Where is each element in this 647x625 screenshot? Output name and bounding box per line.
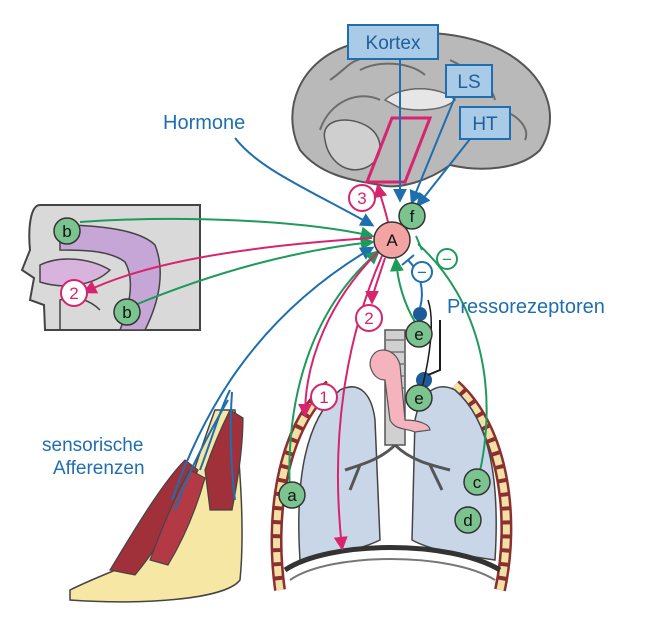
node-b-lower: b (113, 298, 141, 326)
node-e-upper: e (405, 320, 433, 348)
cortex-box: Kortex (347, 24, 439, 60)
number-3: 3 (348, 184, 376, 212)
node-A: A (373, 221, 411, 259)
node-e-lower: e (405, 384, 433, 412)
head-airway-illustration (20, 204, 201, 331)
svg-text:e: e (414, 325, 423, 344)
A-to-airway-arrow (82, 237, 373, 294)
A-to-trachea-arrow (365, 257, 386, 305)
node-f: f (398, 202, 426, 230)
svg-text:b: b (62, 222, 71, 241)
afferent-fiber-1 (171, 246, 375, 501)
minus-sign-green: − (436, 248, 458, 270)
svg-text:f: f (410, 207, 415, 226)
pressoreceptor-lower-line (427, 320, 441, 376)
number-2-thorax: 2 (355, 304, 383, 332)
sensory-label-line1: sensorische (42, 435, 143, 456)
svg-text:1: 1 (319, 388, 328, 407)
ht-box: HT (459, 106, 511, 140)
ls-box: LS (445, 64, 493, 98)
hormone-arrow (234, 137, 375, 227)
minus-sign-blue: − (411, 261, 433, 283)
svg-text:e: e (414, 389, 423, 408)
A-to-diaphragm-arrow (333, 255, 383, 551)
svg-text:−: − (442, 250, 452, 269)
pressoreceptor-label: Pressorezeptoren (447, 296, 605, 318)
A-to-chestwall-arrow (298, 251, 379, 418)
svg-text:2: 2 (364, 309, 373, 328)
afferent-fiber-2 (199, 389, 231, 471)
svg-text:3: 3 (357, 189, 366, 208)
svg-text:−: − (417, 263, 427, 282)
afferent-fiber-4 (174, 399, 229, 511)
cortex-label: Kortex (366, 33, 421, 54)
svg-text:A: A (386, 231, 398, 250)
svg-text:b: b (122, 303, 131, 322)
node-d: d (454, 506, 482, 534)
svg-text:2: 2 (69, 284, 78, 303)
b-upper-to-A-arrow (79, 217, 375, 241)
ls-label: LS (457, 72, 480, 93)
ls-arrow (409, 96, 456, 205)
A-to-brainstem-arrow (373, 183, 389, 223)
ht-arrow (416, 138, 471, 208)
node-c: c (463, 468, 491, 496)
ht-label: HT (472, 114, 498, 135)
afferent-fiber-3 (229, 391, 236, 501)
hormone-label: Hormone (163, 112, 245, 134)
e-lower-to-A-line (419, 299, 432, 396)
number-2-head: 2 (60, 279, 88, 307)
number-1: 1 (310, 383, 338, 411)
svg-text:a: a (287, 486, 297, 505)
svg-text:c: c (473, 473, 482, 492)
sensory-label-line2: Afferenzen (53, 458, 145, 479)
a-to-A-arrow (288, 250, 381, 496)
e-upper-to-A-arrow (389, 257, 416, 323)
node-b-upper: b (53, 217, 81, 245)
svg-text:d: d (463, 511, 472, 530)
node-a: a (278, 481, 306, 509)
b-lower-to-A-arrow (134, 236, 375, 306)
